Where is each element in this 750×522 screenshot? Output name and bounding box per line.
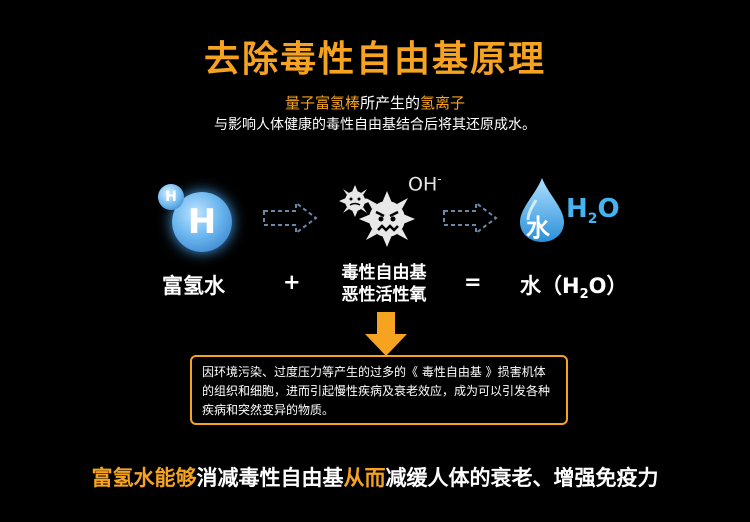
tagline-part-3: 从而 (343, 466, 386, 490)
toxic-radical-icon (359, 191, 415, 247)
page-title: 去除毒性自由基原理 (203, 39, 546, 80)
water-drop-icon (520, 178, 564, 242)
hydrogen-small-atom-icon: H (158, 184, 184, 210)
plus-sign: + (283, 270, 301, 294)
intro-line-2: 与影响人体健康的毒性自由基结合后将其还原成水。 (214, 117, 536, 133)
hydrogen-water-label: 富氢水 (162, 274, 225, 298)
radical-label-line-2: 恶性活性氧 (341, 285, 427, 305)
tagline-part-1: 富氢水能够 (91, 466, 197, 490)
h2o-o: O (597, 194, 620, 224)
equals-sign: = (464, 270, 482, 294)
water-char-icon: 水 (526, 214, 550, 242)
hydrogen-ion-text: 氢离子 (420, 94, 466, 112)
h2o-h: H (566, 194, 588, 224)
product-name: 量子富氢棒 (284, 94, 360, 112)
bottom-tagline: 富氢水能够消减毒性自由基从而减缓人体的衰老、增强免疫力 (0, 462, 750, 492)
radical-label-line-1: 毒性自由基 (341, 263, 427, 283)
down-arrow-icon (365, 312, 407, 356)
radical-label: 毒性自由基 恶性活性氧 (334, 262, 434, 306)
water-result-prefix: 水（H (520, 274, 580, 298)
tagline-part-4: 减缓人体的衰老、增强免疫力 (385, 466, 659, 490)
water-result-sub: 2 (579, 287, 589, 303)
hydroxyl-label: OH- (408, 172, 442, 195)
explanation-box: 因环境污染、过度压力等产生的过多的《 毒性自由基 》损害机体的组织和细胞，进而引… (190, 355, 568, 425)
intro-line-1: 量子富氢棒所产生的氢离子 (0, 92, 750, 113)
water-result-label: 水（H2O） (520, 270, 627, 302)
hydroxyl-charge: - (437, 172, 442, 186)
small-radical-icon (339, 185, 371, 217)
h2o-formula-icon: H2O (566, 194, 620, 227)
water-result-suffix: O） (588, 274, 628, 298)
intro-connector: 所产生的 (359, 94, 420, 112)
dashed-arrow-icon (443, 201, 498, 235)
tagline-part-2: 消减毒性自由基 (196, 466, 344, 490)
hydroxyl-text: OH (408, 173, 438, 196)
dashed-arrow-icon (263, 201, 318, 235)
h2o-sub: 2 (587, 211, 598, 228)
hydrogen-atom-icon: H (172, 192, 232, 252)
